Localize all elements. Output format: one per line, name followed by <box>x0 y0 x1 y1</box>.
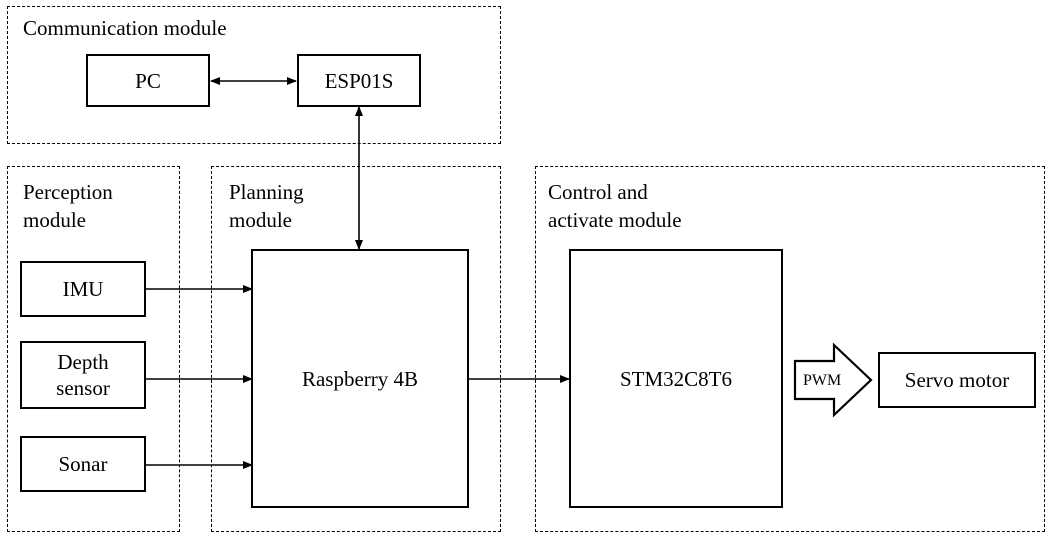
stm32-block: STM32C8T6 <box>569 249 783 508</box>
perception-module-label: Perception module <box>23 180 113 232</box>
control-module-label: Control and activate module <box>548 180 682 232</box>
imu-block: IMU <box>20 261 146 317</box>
pwm-label: PWM <box>803 372 842 389</box>
pc-block: PC <box>86 54 210 107</box>
communication-module <box>7 6 501 144</box>
planning-module-label: Planning module <box>229 180 304 232</box>
raspberry-block: Raspberry 4B <box>251 249 469 508</box>
perception-module <box>7 166 180 532</box>
esp01s-block: ESP01S <box>297 54 421 107</box>
pwm-arrow <box>793 342 873 418</box>
communication-module-label: Communication module <box>23 16 227 40</box>
servo-motor-block: Servo motor <box>878 352 1036 408</box>
sonar-block: Sonar <box>20 436 146 492</box>
control-module <box>535 166 1045 532</box>
depth-sensor-block: Depth sensor <box>20 341 146 409</box>
